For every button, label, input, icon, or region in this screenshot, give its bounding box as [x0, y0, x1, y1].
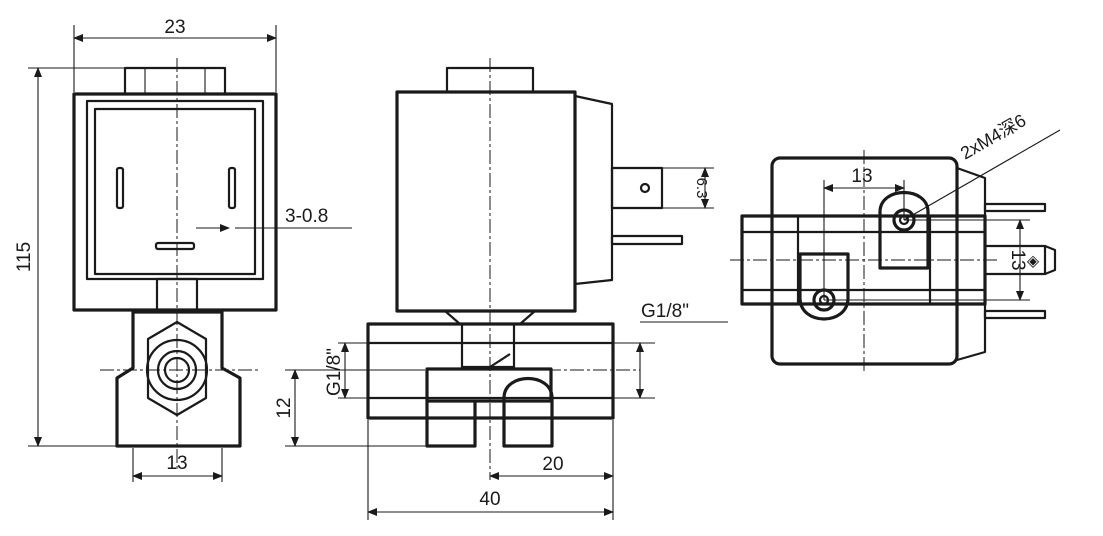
dim-side-left-thread: G1/8" — [324, 348, 345, 396]
side-port-height-dimension: 12 — [274, 369, 427, 447]
front-width-dimension: 23 — [73, 17, 277, 92]
dim-pin-width: 3-0.8 — [285, 206, 328, 227]
dim-side-offset: 20 — [542, 454, 563, 475]
bottom-spacing-x-dimension: 13 — [823, 166, 905, 300]
dim-mount-holes: 2xM4深6 — [957, 110, 1029, 163]
pin-width-dimension: 3-0.8 — [196, 206, 352, 232]
front-view — [72, 58, 278, 470]
bottom-spacing-y-dimension: 13 — [824, 219, 1030, 301]
side-length-dimension: 40 — [367, 420, 614, 520]
dim-bottom-spacing-y: 13 — [1007, 249, 1028, 270]
dim-side-port-height: 12 — [274, 397, 295, 418]
side-offset-dimension: 20 — [489, 420, 614, 520]
front-height-dimension: 115 — [14, 67, 125, 447]
diamond-marker-icon: ◈ — [1027, 251, 1040, 270]
side-view: 6.3 — [340, 58, 714, 480]
dim-front-width: 23 — [164, 17, 185, 38]
dim-side-top-thread: G1/8" — [641, 301, 689, 322]
side-top-thread-label: G1/8" — [613, 301, 728, 399]
bottom-view: ◈ — [730, 150, 1057, 372]
dim-front-base: 13 — [166, 453, 187, 474]
dim-bottom-spacing-x: 13 — [851, 166, 872, 187]
front-base-dimension: 13 — [132, 448, 223, 482]
dim-side-length: 40 — [479, 489, 500, 510]
dim-tab-width: 6.3 — [693, 178, 710, 199]
dim-front-height: 115 — [14, 242, 35, 272]
